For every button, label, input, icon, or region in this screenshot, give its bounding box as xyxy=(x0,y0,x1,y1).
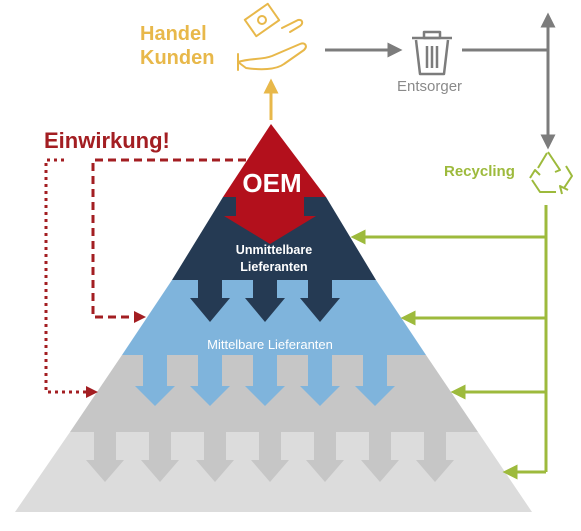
tier-oem xyxy=(223,124,326,197)
label-handel: Handel xyxy=(140,23,207,45)
label-unmittelbare-line1: Unmittelbare xyxy=(235,243,313,257)
hand-money-icon xyxy=(237,2,307,71)
down-arrows-tier-3 xyxy=(135,355,395,406)
label-einwirkung: Einwirkung! xyxy=(44,128,170,153)
recycling-icon xyxy=(529,151,573,195)
label-unmittelbare-line2: Lieferanten xyxy=(240,260,308,274)
arrow-einwirkung-dotted xyxy=(44,158,98,398)
label-recycling: Recycling xyxy=(444,163,515,180)
down-arrow-oem xyxy=(224,197,316,244)
label-oem: OEM xyxy=(242,168,302,198)
label-mittelbare-lieferanten: Mittelbare Lieferanten xyxy=(207,337,333,352)
down-arrows-tier-2 xyxy=(190,280,340,322)
down-arrows-tier-4 xyxy=(86,432,454,482)
trash-bin-icon xyxy=(412,30,452,76)
label-kunden: Kunden xyxy=(140,47,215,69)
label-entsorger: Entsorger xyxy=(397,78,463,95)
label-unmittelbare-lieferanten: Unmittelbare Lieferanten xyxy=(200,242,348,276)
